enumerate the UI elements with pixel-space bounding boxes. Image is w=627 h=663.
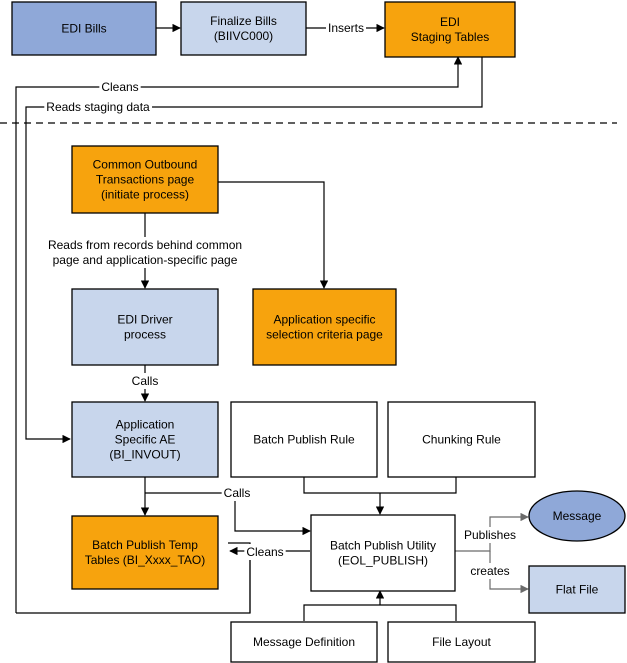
node-chunking-rule: Chunking Rule xyxy=(387,401,536,478)
node-file-layout: File Layout xyxy=(387,621,536,663)
edge-label-bg xyxy=(45,237,245,253)
node-file-layout-label-0: File Layout xyxy=(432,635,491,649)
node-app-ae-label-2: (BI_INVOUT) xyxy=(109,448,180,462)
edge-label-cleans-bottom: Cleans xyxy=(246,545,283,559)
node-common-outbound-shape xyxy=(71,145,219,214)
node-message: Message xyxy=(528,490,626,542)
edge-cleans-left-line xyxy=(16,553,251,614)
node-batch-rule: Batch Publish Rule xyxy=(230,401,378,478)
node-finalize-bills-label-1: (BIIVC000) xyxy=(214,29,273,43)
edge-label-creates: creates xyxy=(470,564,509,578)
node-chunking-rule-shape xyxy=(387,401,536,478)
node-common-outbound-label-2: (initiate process) xyxy=(101,188,189,202)
edge-common-to-selection xyxy=(218,181,329,289)
node-edi-bills-label-0: EDI Bills xyxy=(61,22,106,36)
node-message-label-0: Message xyxy=(553,509,602,523)
node-edi-driver-shape xyxy=(71,288,219,366)
edge-label-bg xyxy=(325,20,367,36)
node-flat-file-label-0: Flat File xyxy=(556,583,599,597)
node-message-def-label-0: Message Definition xyxy=(253,635,355,649)
node-staging-tables-label-1: Staging Tables xyxy=(411,30,490,44)
node-batch-utility: Batch Publish Utility(EOL_PUBLISH) xyxy=(310,514,456,592)
edge-label-bg xyxy=(461,527,519,543)
node-message-def-shape xyxy=(230,621,378,663)
node-finalize-bills-shape xyxy=(180,1,307,56)
node-batch-utility-label-1: (EOL_PUBLISH) xyxy=(338,554,428,568)
node-flat-file-shape xyxy=(528,565,626,614)
node-common-outbound-label-1: Transactions page xyxy=(96,173,195,187)
edge-label-calls-2: Calls xyxy=(224,486,251,500)
node-finalize-bills: Finalize Bills(BIIVC000) xyxy=(180,1,307,56)
edge-ae-calls-utility xyxy=(145,492,311,536)
node-finalize-bills-label-0: Finalize Bills xyxy=(210,14,277,28)
node-batch-utility-label-0: Batch Publish Utility xyxy=(330,539,436,553)
node-batch-utility-shape xyxy=(310,514,456,592)
edge-label-reads-from-0: Reads from records behind common xyxy=(48,238,242,252)
edge-label-bg xyxy=(221,485,253,501)
node-batch-temp-shape xyxy=(71,515,219,590)
node-batch-temp-label-0: Batch Publish Temp xyxy=(92,538,198,552)
node-flat-file: Flat File xyxy=(528,565,626,614)
node-batch-rule-shape xyxy=(230,401,378,478)
edge-label-bg xyxy=(99,79,141,95)
node-app-selection-label-1: selection criteria page xyxy=(266,328,383,342)
edge-label-bg xyxy=(44,99,153,115)
node-file-layout-shape xyxy=(387,621,536,663)
node-batch-rule-label-0: Batch Publish Rule xyxy=(253,433,355,447)
edge-reads-staging xyxy=(25,57,483,444)
edge-label-reads-staging: Reads staging data xyxy=(46,100,150,114)
node-edi-bills-shape xyxy=(11,1,157,56)
edge-label-calls-1: Calls xyxy=(132,374,159,388)
node-chunking-rule-label-0: Chunking Rule xyxy=(422,433,501,447)
node-app-selection-shape xyxy=(252,288,397,366)
edge-label-inserts: Inserts xyxy=(328,21,364,35)
node-edi-bills: EDI Bills xyxy=(11,1,157,56)
node-message-def: Message Definition xyxy=(230,621,378,663)
node-edi-driver-label-1: process xyxy=(124,328,166,342)
edge-label-reads-from-1: page and application-specific page xyxy=(53,253,238,267)
node-staging-tables-label-0: EDI xyxy=(440,15,460,29)
edge-rules-to-utility xyxy=(303,477,457,514)
node-staging-tables-shape xyxy=(384,1,516,58)
edge-label-bg xyxy=(244,544,286,560)
edge-defs-to-utility xyxy=(303,591,457,621)
edge-label-bg xyxy=(129,373,161,389)
edge-label-bg xyxy=(50,252,240,268)
node-app-selection-label-0: Application specific xyxy=(273,313,375,327)
node-app-ae-shape xyxy=(71,401,219,478)
edge-label-bg xyxy=(468,563,512,579)
node-common-outbound-label-0: Common Outbound xyxy=(93,158,198,172)
node-app-ae-label-1: Specific AE xyxy=(115,433,176,447)
node-app-ae-label-0: Application xyxy=(116,418,175,432)
edge-label-publishes: Publishes xyxy=(464,528,516,542)
node-batch-temp-label-1: Tables (BI_Xxxx_TAO) xyxy=(85,553,205,567)
node-message-shape xyxy=(528,490,626,542)
node-edi-driver-label-0: EDI Driver xyxy=(117,313,172,327)
edge-label-cleans-top: Cleans xyxy=(101,80,138,94)
